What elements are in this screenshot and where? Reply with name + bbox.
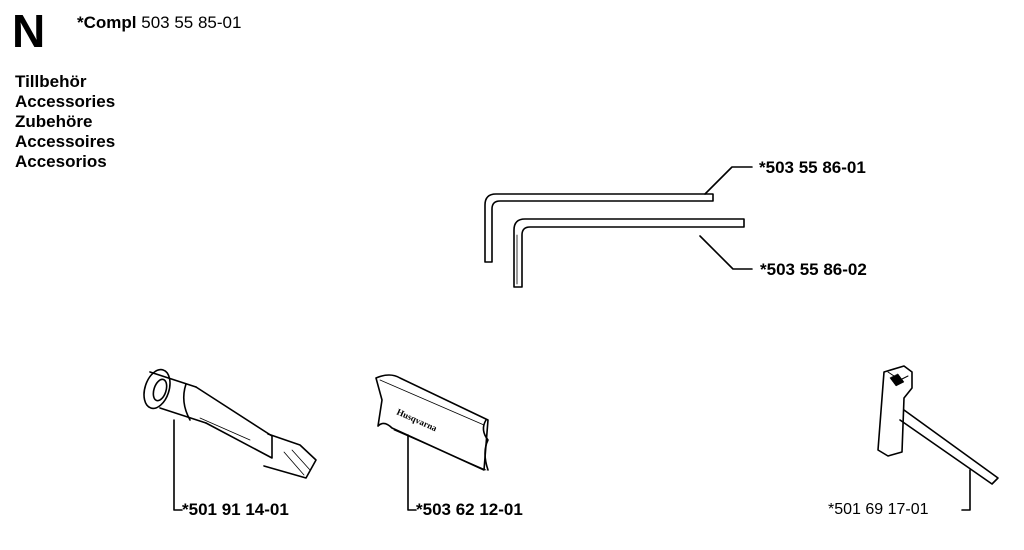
- leader-hex-key-1: [704, 166, 753, 195]
- part-number-combi-wrench: *501 69 17-01: [828, 501, 929, 518]
- leader-combi-wrench: [961, 469, 971, 511]
- leader-hex-key-2: [699, 235, 753, 270]
- part-number-hex-key-2: *503 55 86-02: [760, 260, 867, 279]
- leader-socket-tool: [173, 419, 183, 511]
- part-number-bag: *503 62 12-01: [416, 500, 523, 519]
- title-english: Accessories: [15, 92, 116, 111]
- hex-key-large-drawing: [513, 218, 745, 288]
- part-number-hex-key-1: *503 55 86-01: [759, 158, 866, 177]
- title-french: Accessoires: [15, 132, 116, 151]
- bag-brand-print: Husqvarna: [395, 407, 439, 434]
- section-titles: Tillbehör Accessories Zubehöre Accessoir…: [15, 72, 115, 172]
- tool-bag-drawing: [375, 374, 489, 471]
- section-letter: N: [12, 5, 46, 57]
- compl-number: 503 55 85-01: [141, 13, 242, 32]
- title-swedish: Tillbehör: [15, 72, 87, 91]
- leader-bag: [407, 434, 417, 511]
- part-number-socket-tool: *501 91 14-01: [182, 500, 289, 519]
- compl-kit-label: *Compl 503 55 85-01: [77, 13, 241, 33]
- hex-key-small-drawing: [484, 193, 714, 263]
- combination-wrench-drawing: [877, 365, 999, 485]
- title-german: Zubehöre: [15, 112, 93, 131]
- title-spanish: Accesorios: [15, 152, 107, 171]
- compl-prefix: *Compl: [77, 13, 137, 32]
- socket-tool-drawing: [143, 368, 317, 479]
